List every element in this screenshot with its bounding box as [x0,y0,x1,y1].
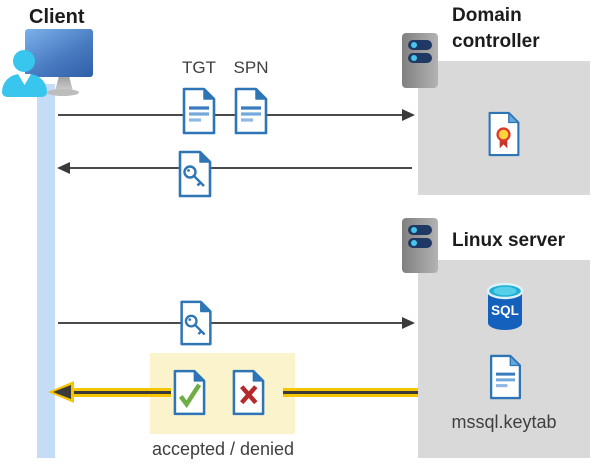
ticket-reply-arrow-shaft [69,167,412,169]
result-arrow-head [53,385,71,399]
person-collar [18,74,31,85]
accepted-check-document-icon [173,369,206,416]
keytab-document-icon [489,354,522,400]
client-lifeline [37,84,55,458]
sql-icon-text: SQL [491,303,519,318]
keytab-filename-label: mssql.keytab [451,412,557,432]
linux-server-icon [402,218,438,273]
spn-document-icon [234,87,268,135]
service-request-arrow-head [402,317,415,329]
person-icon [13,50,35,72]
request-arrow-shaft [58,114,404,116]
monitor-stand [55,76,73,91]
service-request-arrow-shaft [58,322,404,324]
denied-cross-document-icon [232,369,265,416]
domain-controller-server-icon [402,33,438,88]
result-arrow-shaft-right [283,388,418,397]
request-arrow-head [402,109,415,121]
tgt-document-icon [182,87,216,135]
key-document-icon [180,300,212,346]
result-arrow-shaft-left [72,388,171,397]
linux-server-label: Linux server [452,230,565,251]
result-label: accepted / denied [151,439,295,459]
monitor-icon [25,29,93,77]
spn-label: SPN [233,58,269,77]
monitor-base [47,89,79,96]
person-body [2,74,47,97]
tgt-label: TGT [182,58,216,77]
key-document-icon [178,150,212,198]
sql-database-icon: SQL [486,282,524,330]
domain-controller-label: Domain controller [452,5,540,52]
client-label: Client [29,6,85,28]
ticket-reply-arrow-head [57,162,70,174]
certificate-document-icon [488,111,520,157]
